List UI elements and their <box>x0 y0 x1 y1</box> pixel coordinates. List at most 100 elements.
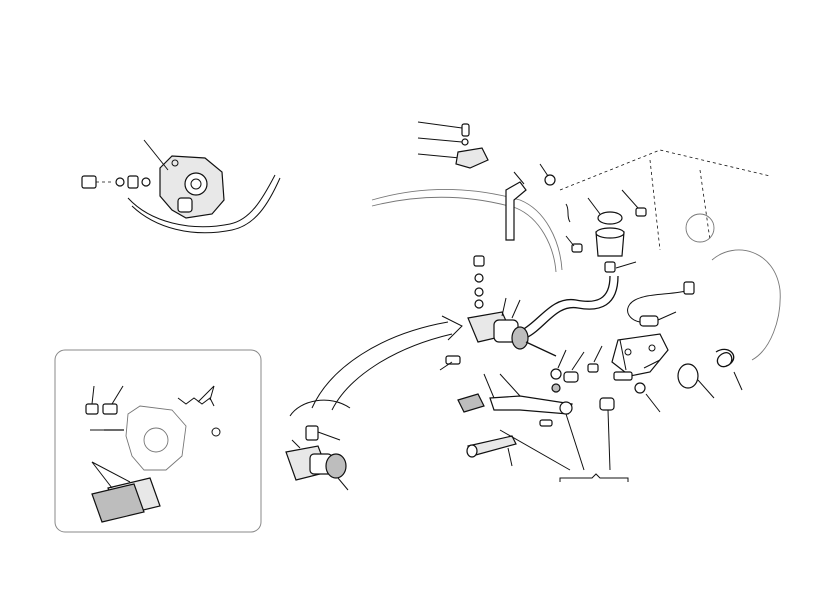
plate-hole-2 <box>648 344 656 352</box>
leader-guide-2 <box>539 163 549 177</box>
leader-guide-1 <box>513 171 525 185</box>
plate-hole-1 <box>624 348 632 356</box>
reservoir-screw <box>571 243 583 253</box>
leader-res-3 <box>565 235 575 247</box>
reservoir-fitting <box>604 261 616 273</box>
leader-pedal-2 <box>499 373 521 397</box>
arrow-curve-outer <box>311 321 449 409</box>
closeup-frame-arc <box>289 399 351 417</box>
brake-hose-curve <box>127 174 276 228</box>
master-cylinder-closeup <box>285 399 351 491</box>
inset-spring-clip <box>177 397 215 407</box>
leader-bracket-1 <box>565 413 585 471</box>
plate-bolt <box>613 371 633 381</box>
caliper-bolt-hole <box>171 159 179 167</box>
banjo-washer-2 <box>474 287 484 297</box>
leader-top-2 <box>417 137 463 143</box>
washer-b <box>141 177 151 187</box>
hose-clamp-bracket <box>455 147 489 169</box>
leader-inset-pad-b <box>91 461 131 483</box>
rear-brake-assembly <box>371 121 781 482</box>
group-bracket <box>559 473 629 482</box>
leader-inset-1 <box>91 385 95 405</box>
sensor-cable <box>627 289 691 323</box>
banjo-washer-1 <box>474 273 484 283</box>
cylinder-mount-bolt <box>445 355 461 365</box>
leader-closeup-3 <box>291 439 301 449</box>
arrow-head <box>441 315 463 341</box>
spacer-a <box>127 175 139 189</box>
push-rod <box>525 341 557 357</box>
oring-a <box>551 383 561 393</box>
arrow-curve-inner <box>331 333 453 411</box>
leader-top-3 <box>417 153 461 159</box>
pedal-tip <box>457 393 485 413</box>
pivot-bolt-head <box>466 444 478 458</box>
leader-hw-2 <box>571 351 585 371</box>
caliper-piston-inner <box>190 178 202 190</box>
reservoir-hose <box>521 275 611 331</box>
leader-inset-5 <box>209 385 215 401</box>
pad-kit-inset <box>54 349 262 533</box>
mount-bolt-right <box>635 207 647 217</box>
inset-bleed-cap <box>102 403 118 415</box>
leader-res-1 <box>587 197 601 215</box>
engine-cover <box>711 249 781 361</box>
pivot-bushing <box>677 363 699 389</box>
leader-mc-2 <box>501 297 507 317</box>
inset-bleed-nipple <box>85 403 99 415</box>
hose-guide <box>505 181 527 241</box>
leader-inset-pad-a <box>91 461 113 489</box>
leader-caliper <box>143 139 169 171</box>
leader-inset-4 <box>197 385 215 403</box>
inset-circlip <box>211 427 221 437</box>
bleed-bolt <box>81 175 97 189</box>
closeup-boot <box>325 453 347 479</box>
leader-switch <box>657 311 677 321</box>
frame-boss-ring <box>685 213 715 243</box>
leader-hw-3 <box>593 345 603 363</box>
leader-inset-2 <box>111 385 124 405</box>
leader-pedal-1 <box>483 373 495 399</box>
clevis-pin <box>587 363 599 373</box>
closeup-fitting <box>305 425 319 441</box>
reservoir-cap <box>597 211 623 225</box>
pivot-washer <box>634 382 646 394</box>
frame-tube <box>371 189 563 271</box>
leader-closeup-1 <box>317 431 341 441</box>
leader-res-2 <box>621 189 639 209</box>
leader-pivot-2 <box>733 371 743 391</box>
banjo-bolt <box>473 255 485 267</box>
leader-closeup-2 <box>337 477 349 491</box>
leader-pivot-3 <box>645 393 661 413</box>
leader-pivot-1 <box>697 379 715 399</box>
pedal-pivot-hole <box>559 401 573 415</box>
top-washer <box>461 138 469 146</box>
frame-outline-side <box>649 159 711 251</box>
caliper-piston <box>184 172 208 196</box>
frame-outline-top <box>559 149 771 191</box>
leader-plate-2 <box>643 359 661 369</box>
leader-top-1 <box>417 121 463 129</box>
inset-frame <box>54 349 262 533</box>
inset-piston-ghost <box>143 427 169 453</box>
brake-hose-curve-outer <box>131 177 281 234</box>
master-cylinder-boot <box>511 326 529 350</box>
sensor-connector <box>683 281 695 295</box>
reservoir-top <box>595 227 625 239</box>
brake-pad-front <box>91 483 145 523</box>
callout-arrow <box>311 315 463 411</box>
leader-mc-3 <box>511 299 521 319</box>
leader-bracket-2 <box>607 409 611 471</box>
leader-mc-1 <box>439 361 453 371</box>
nut-a <box>550 368 562 380</box>
brake-light-switch <box>639 315 659 327</box>
leader-plate-1 <box>619 339 627 371</box>
guide-nut <box>544 174 556 186</box>
reservoir-clip <box>565 203 571 223</box>
return-spring <box>715 348 735 368</box>
clevis <box>563 371 579 383</box>
frame-tube-inner <box>371 196 557 273</box>
pedal-bracket-plate <box>611 333 669 377</box>
